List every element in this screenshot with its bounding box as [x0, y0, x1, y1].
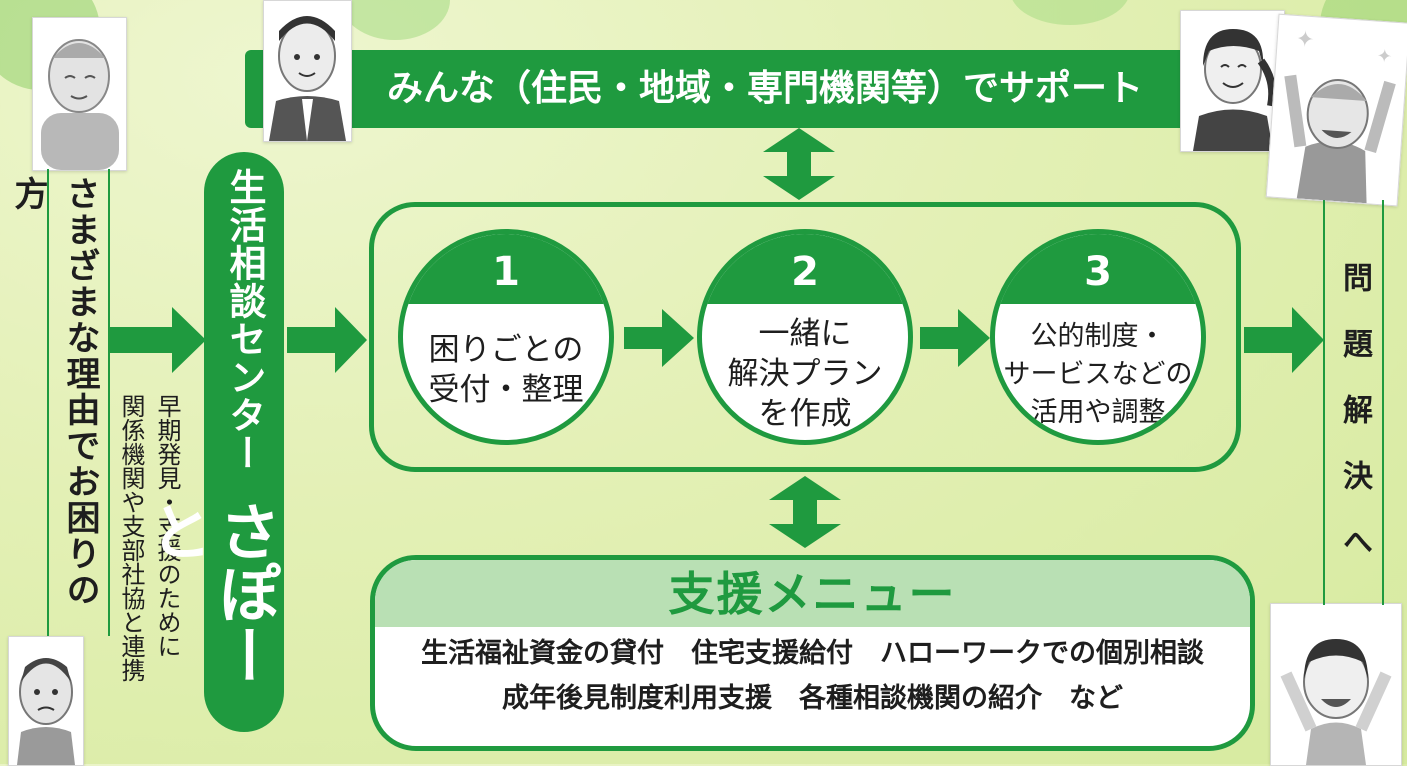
step-2-line1: 一緒に: [758, 316, 852, 352]
right-column-line: [1323, 200, 1325, 605]
businessman-illustration: [263, 0, 352, 142]
step-2-number: 2: [791, 249, 819, 295]
worried-elderly-icon: [41, 39, 119, 170]
step-1-header: [403, 234, 609, 304]
woman-staff-icon: [1193, 29, 1277, 151]
step-1: 1 困りごとの 受付・整理: [398, 229, 614, 445]
step-arrow: [920, 309, 990, 371]
happy-elderly-illustration: ✦ ✦: [1265, 13, 1407, 207]
svg-text:✦: ✦: [1295, 27, 1315, 53]
support-menu-line1: 生活福祉資金の貸付 住宅支援給付 ハローワークでの個別相談: [421, 638, 1204, 669]
step-3-number: 3: [1084, 249, 1112, 295]
step-3-line2: サービスなどの: [1003, 359, 1193, 390]
step-2-line2: 解決プラン: [727, 356, 883, 392]
right-column-line: [1382, 200, 1384, 605]
decor-clover: [1010, 0, 1130, 25]
left-column-line: [108, 169, 110, 636]
woman-staff-illustration: [1180, 10, 1285, 152]
early-detection-text-2: 関係機関や支部社協と連携: [117, 394, 145, 682]
top-banner-text: みんな（住民・地域・専門機関等）でサポート: [386, 68, 1143, 109]
two-way-arrow: [763, 128, 835, 204]
step-3-line1: 公的制度・: [1030, 321, 1166, 352]
step-3-text: 公的制度・ サービスなどの 活用や調整: [995, 318, 1201, 432]
flow-arrow-right: [1244, 307, 1324, 377]
step-2: 2 一緒に 解決プラン を作成: [697, 229, 913, 445]
left-column-text: さまざまな理由でお困りの方: [8, 176, 100, 608]
flow-arrow-right: [287, 307, 367, 377]
right-column-text: 問題解決へ: [1337, 262, 1372, 592]
step-2-line3: を作成: [758, 396, 852, 432]
center-name-line2: さぽーと: [140, 500, 281, 686]
step-3: 3 公的制度・ サービスなどの 活用や調整: [990, 229, 1206, 445]
center-name-pill: [204, 152, 284, 732]
step-1-line2: 受付・整理: [428, 372, 584, 408]
step-3-line3: 活用や調整: [1030, 397, 1166, 428]
support-menu-header-band: [375, 560, 1250, 627]
step-1-text: 困りごとの 受付・整理: [403, 330, 609, 410]
top-banner: [245, 50, 1253, 128]
step-arrow: [624, 309, 694, 371]
step-3-header: [995, 234, 1201, 304]
step-1-number: 1: [492, 249, 520, 295]
flow-arrow-right: [110, 307, 206, 377]
happy-woman-illustration: [1270, 603, 1402, 766]
step-2-header: [702, 234, 908, 304]
worried-elderly-illustration: [32, 17, 127, 171]
early-detection-text-1: 早期発見・支援のために: [153, 394, 181, 658]
process-box: [369, 202, 1241, 472]
support-menu-box: 支援メニュー 生活福祉資金の貸付 住宅支援給付 ハローワークでの個別相談 成年後…: [370, 555, 1255, 751]
happy-elderly-icon: ✦ ✦: [1284, 27, 1396, 204]
happy-woman-icon: [1280, 639, 1392, 765]
step-2-text: 一緒に 解決プラン を作成: [702, 314, 908, 434]
support-menu-title: 支援メニュー: [668, 567, 957, 621]
worried-man-icon: [17, 658, 75, 765]
worried-man-illustration: [8, 636, 84, 766]
support-menu-line2: 成年後見制度利用支援 各種相談機関の紹介 など: [502, 683, 1123, 714]
businessman-icon: [269, 16, 346, 141]
center-name-line1: 生活相談センター: [223, 168, 266, 472]
left-column-line: [47, 169, 49, 636]
decor-clover: [340, 0, 450, 40]
two-way-arrow: [769, 476, 841, 552]
svg-text:✦: ✦: [1376, 46, 1393, 68]
step-1-line1: 困りごとの: [428, 332, 584, 368]
